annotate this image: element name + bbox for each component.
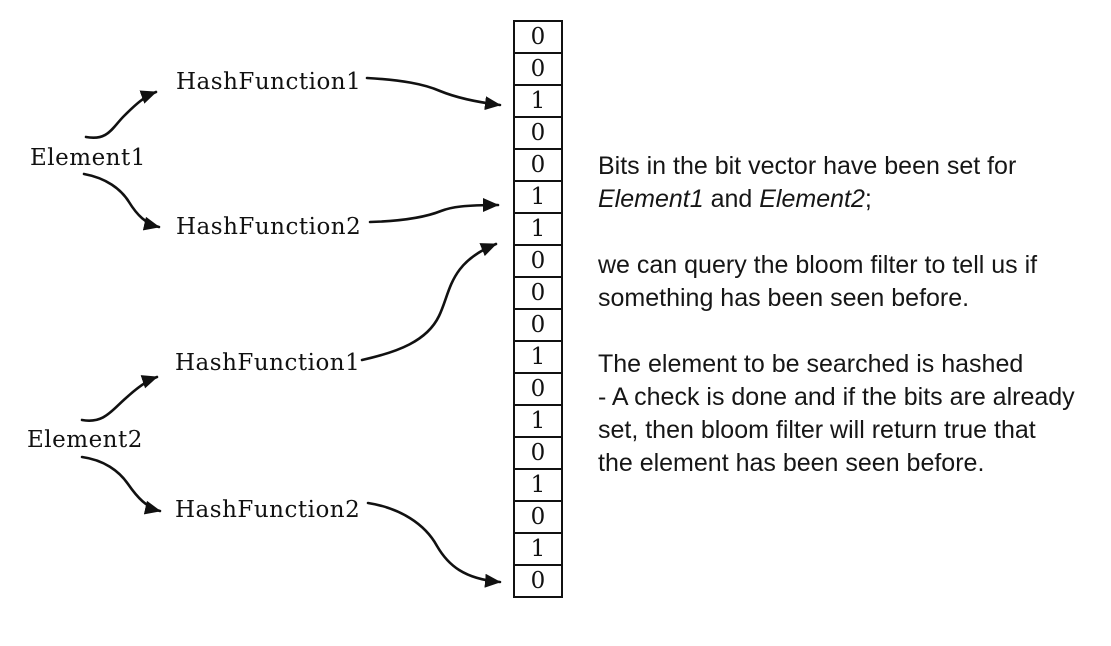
note-line: we can query the bloom filter to tell us… xyxy=(598,251,1038,279)
element2-label: Element2 xyxy=(27,427,143,453)
note-block: Bits in the bit vector have been set for… xyxy=(598,150,1103,480)
arrow-hashfunction2-bottom-to-bit17 xyxy=(366,501,502,588)
bit-cell-7: 0 xyxy=(513,244,563,278)
bit-cell-5: 1 xyxy=(513,180,563,214)
bit-cell-2: 1 xyxy=(513,84,563,118)
bit-cell-9: 0 xyxy=(513,308,563,342)
hashfunction1-bottom-label: HashFunction1 xyxy=(175,350,361,376)
hashfunction2-bottom-label: HashFunction2 xyxy=(175,497,361,523)
note-paragraph-1: Bits in the bit vector have been set for… xyxy=(598,150,1103,216)
bit-cell-1: 0 xyxy=(513,52,563,86)
bit-cell-11: 0 xyxy=(513,372,563,406)
note-text: ; xyxy=(864,185,872,213)
bit-cell-8: 0 xyxy=(513,276,563,310)
bit-cell-13: 0 xyxy=(513,436,563,470)
arrow-element1-to-hashfunction1-top xyxy=(84,90,158,140)
hashfunction2-top-label: HashFunction2 xyxy=(176,214,362,240)
note-line: - A check is done and if the bits are al… xyxy=(598,383,1075,411)
element1-reference: Element1 xyxy=(598,185,704,213)
note-paragraph-3: The element to be searched is hashed - A… xyxy=(598,348,1103,480)
element2-reference: Element2 xyxy=(759,185,865,213)
hashfunction1-top-label: HashFunction1 xyxy=(176,69,362,95)
note-line: the element has been seen before. xyxy=(598,449,985,477)
bit-cell-6: 1 xyxy=(513,212,563,246)
arrow-element2-to-hashfunction1-bottom xyxy=(80,375,159,422)
bit-cell-17: 0 xyxy=(513,564,563,598)
note-text: and xyxy=(703,185,760,213)
element1-label: Element1 xyxy=(30,145,146,171)
note-line: Bits in the bit vector have been set for xyxy=(598,152,1017,180)
bit-cell-0: 0 xyxy=(513,20,563,54)
bit-cell-16: 1 xyxy=(513,532,563,566)
note-line: something has been seen before. xyxy=(598,284,970,312)
bit-cell-10: 1 xyxy=(513,340,563,374)
bit-cell-3: 0 xyxy=(513,116,563,150)
bit-cell-12: 1 xyxy=(513,404,563,438)
arrow-hashfunction1-bottom-to-bit7 xyxy=(360,242,498,362)
arrow-element1-to-hashfunction2-top xyxy=(82,172,161,231)
bit-cell-15: 0 xyxy=(513,500,563,534)
arrow-hashfunction1-top-to-bit3 xyxy=(365,76,502,111)
bit-cell-14: 1 xyxy=(513,468,563,502)
note-line: Element1 and Element2; xyxy=(598,183,1103,216)
note-line: set, then bloom filter will return true … xyxy=(598,416,1036,444)
bit-cell-4: 0 xyxy=(513,148,563,182)
arrow-hashfunction2-top-to-bit6 xyxy=(368,198,500,224)
note-line: The element to be searched is hashed xyxy=(598,350,1024,378)
note-paragraph-2: we can query the bloom filter to tell us… xyxy=(598,249,1103,315)
arrow-element2-to-hashfunction2-bottom xyxy=(80,455,162,515)
